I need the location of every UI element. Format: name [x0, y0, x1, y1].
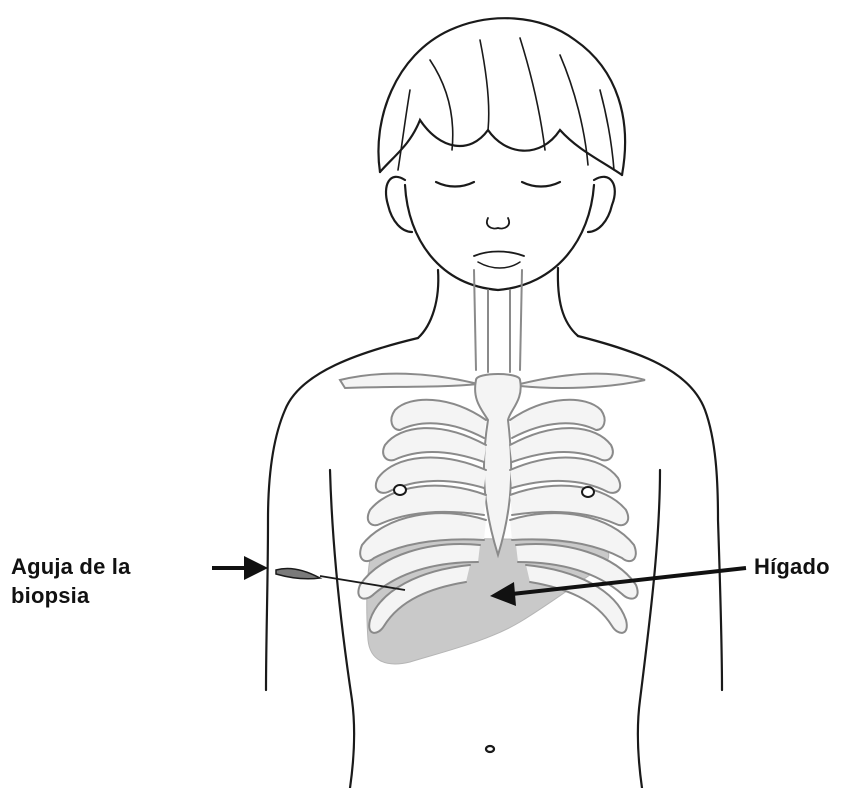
needle-label-line-1: Aguja de la	[11, 552, 201, 581]
needle-label-line-2: biopsia	[11, 581, 201, 610]
liver-label: Hígado	[754, 552, 830, 581]
needle-label: Aguja de la biopsia	[11, 552, 201, 610]
needle-arrow	[212, 556, 268, 580]
head	[378, 18, 625, 290]
